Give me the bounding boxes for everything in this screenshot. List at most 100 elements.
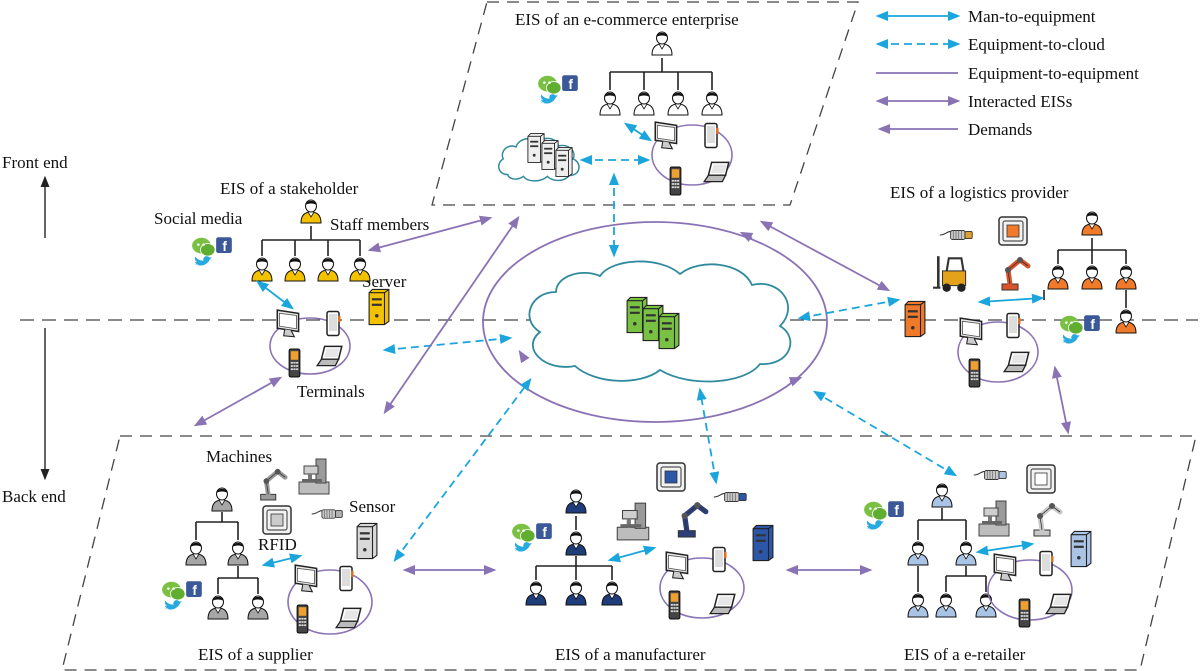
manufacturer-rfid-icon [656,462,686,492]
eretailer-machine-icon [978,500,1010,537]
eretailer-robot-arm-icon [1034,503,1060,536]
supplier-sensor-icon [311,509,343,519]
forklift-icon [932,254,967,294]
supplier-phone-icon [296,604,309,634]
link-ecommerce-logistics [759,220,891,292]
manufacturer-title: EIS of a manufacturer [555,645,706,664]
ecommerce-staff-person-icon [599,91,621,116]
stakeholder-man-to-equipment [255,280,295,310]
backend-boundary [61,435,1197,671]
stakeholder-terminals-label: Terminals [297,382,365,401]
supplier-sensor-label: Sensor [349,497,396,516]
manufacturer-manager-person-icon [565,489,587,514]
eis-ecommerce: EIS of an e-commerce enterprise [497,10,739,196]
eis-stakeholder: EIS of a stakeholder Social media Staff … [154,179,429,401]
eis-manufacturer: EIS of a manufacturer [511,462,774,664]
link-supplier-cloud [393,377,532,563]
supplier-tablet-icon [339,565,355,592]
stakeholder-tablet-icon [326,310,342,337]
link-supplier-ecommerce [383,215,520,415]
manufacturer-staff-person-icon [565,581,587,606]
link-stakeholder-supplier [193,376,283,427]
supplier-rfid-icon [262,505,292,535]
stakeholder-org-tree [261,226,361,256]
eretailer-tablet-icon [1039,550,1055,577]
manufacturer-staff-person-icon [525,581,547,606]
ecommerce-org-tree [609,58,713,90]
logistics-manager-person-icon [1081,211,1103,236]
stakeholder-title: EIS of a stakeholder [220,179,359,198]
eretailer-phone-icon [1018,598,1031,628]
logistics-phone-icon [968,358,981,388]
supplier-robot-arm-icon [261,469,286,500]
stakeholder-staff-person-icon [349,257,371,282]
supplier-staff-person-icon [207,595,229,620]
supplier-equipment-ring [287,569,373,635]
legend-demands: Demands [968,120,1032,139]
link-stakeholder-cloud [382,333,513,355]
ecommerce-tablet-icon [704,122,720,149]
supplier-staff-person-icon [185,541,207,566]
supplier-machines-label: Machines [206,447,272,466]
logistics-title: EIS of a logistics provider [890,183,1069,202]
manufacturer-laptop-icon [709,593,736,615]
link-logistics-eretailer [1052,365,1071,435]
stakeholder-server-label: Server [362,272,407,291]
ecommerce-boundary [431,1,859,206]
supplier-title: EIS of a supplier [198,645,313,664]
front-back-axis: Front end Back end [2,153,68,506]
eretailer-staff-person-icon [907,593,929,618]
ecommerce-man-to-equipment [623,122,653,142]
ecommerce-phone-icon [669,166,682,196]
eretailer-staff-person-icon [955,541,977,566]
supplier-monitor-icon [294,564,318,593]
stakeholder-social-media-label: Social media [154,209,243,228]
manufacturer-man-to-equipment [607,545,657,563]
eis-eretailer: EIS of a e-retailer [863,464,1092,664]
manufacturer-equipment-ring [659,557,745,619]
supplier-server-icon [356,522,378,560]
supplier-org-tree [195,512,259,594]
eretailer-title: EIS of a e-retailer [904,645,1026,664]
stakeholder-social-media-icon [191,236,233,267]
logistics-equipment-ring [957,321,1039,383]
logistics-server-icon [904,300,926,338]
stakeholder-staff-person-icon [251,257,273,282]
ecommerce-staff-person-icon [633,91,655,116]
logistics-staff-person-icon [1081,265,1103,290]
supplier-rfid-label: RFID [258,535,297,554]
link-manufacturer-cloud [696,387,720,485]
legend-equipment-to-equipment: Equipment-to-equipment [968,64,1139,83]
stakeholder-laptop-icon [316,345,343,367]
eis-supplier: Machines Sensor RFID EIS of a supplier [161,447,396,664]
stakeholder-monitor-icon [276,309,300,338]
eretailer-manager-person-icon [931,483,953,508]
link-eretailer-cloud [812,390,958,477]
stakeholder-staff-person-icon [284,257,306,282]
supplier-machine-icon [298,458,330,495]
link-logistics-cloud [797,296,901,322]
manufacturer-staff-person-icon [565,531,587,556]
eis-logistics: EIS of a logistics provider [890,183,1137,388]
manufacturer-tablet-icon [712,546,728,573]
supplier-staff-person-icon [227,541,249,566]
interacted-eis-links [193,215,1071,576]
ecommerce-social-media-icon [537,74,579,105]
legend-equipment-to-cloud: Equipment-to-cloud [968,35,1105,54]
stakeholder-equipment-ring [269,317,351,375]
logistics-man-to-equipment [977,293,1045,307]
ring-arrow-left [518,349,530,364]
back-end-label: Back end [2,487,66,506]
stakeholder-server-icon [368,288,390,326]
manufacturer-phone-icon [668,590,681,620]
manufacturer-social-media-icon [511,522,553,553]
ecommerce-staff-person-icon [667,91,689,116]
eretailer-monitor-icon [993,553,1017,582]
ring-arrow-right [788,377,803,387]
manufacturer-machine-icon [616,502,650,541]
eretailer-staff-person-icon [907,541,929,566]
logistics-monitor-icon [959,317,983,346]
front-end-label: Front end [2,153,68,172]
logistics-laptop-icon [1003,351,1030,373]
